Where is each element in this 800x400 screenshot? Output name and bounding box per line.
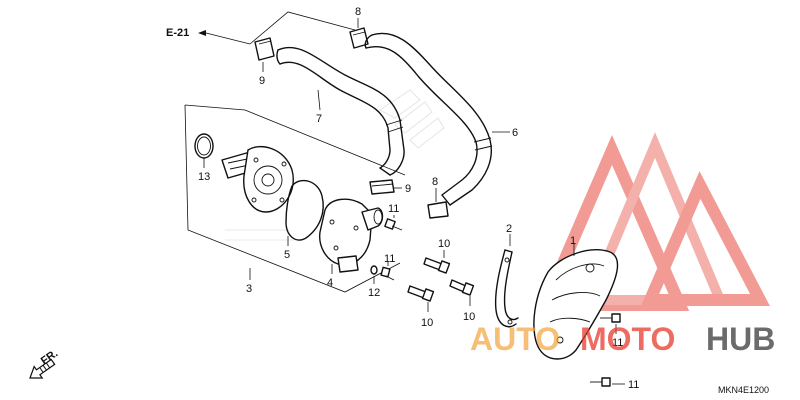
bolt-11-b (380, 266, 395, 281)
watermark-wing (225, 89, 445, 241)
callout-12: 12 (368, 287, 380, 299)
callout-11-a: 11 (388, 203, 399, 215)
bolt-11-c (600, 313, 621, 323)
water-pump-impeller (221, 145, 294, 213)
watermark-text: AUTO MOTO HUB (470, 321, 775, 357)
watermark-moto: MOTO (580, 321, 675, 357)
callout-8-top: 8 (355, 6, 361, 18)
clamp-9-mid (369, 179, 395, 195)
callout-1: 1 (570, 235, 576, 247)
callout-13: 13 (198, 171, 210, 183)
callout-2: 2 (506, 223, 512, 235)
direction-label: FR. (39, 347, 60, 367)
assembly-bracket-top (184, 104, 406, 176)
bolt-10-c (449, 279, 475, 296)
callout-9-top: 9 (259, 75, 265, 87)
callout-10-c: 10 (463, 311, 475, 323)
sprocket-cover-1 (533, 249, 619, 360)
callout-10-a: 10 (438, 238, 450, 250)
bolt-10-b (407, 285, 435, 302)
reference-label: E-21 (166, 27, 189, 39)
hose-6 (364, 32, 493, 206)
callout-9-mid: 9 (405, 183, 411, 195)
o-ring-13 (194, 133, 214, 159)
washer-12 (370, 265, 378, 275)
pump-cover-4 (319, 198, 384, 273)
guide-plate-2 (494, 249, 519, 328)
watermark-logo (535, 132, 770, 311)
callout-11-c: 11 (612, 337, 623, 349)
drawing-code: MKN4E1200 (718, 385, 769, 395)
bolt-11-a (384, 218, 403, 231)
callout-8-mid: 8 (432, 176, 438, 188)
callout-7: 7 (316, 113, 322, 125)
callout-11-b: 11 (384, 253, 395, 265)
callout-3: 3 (246, 283, 252, 295)
bolt-11-d (590, 377, 611, 387)
callout-10-b: 10 (421, 317, 433, 329)
watermark-auto: AUTO (470, 321, 560, 357)
callout-6: 6 (512, 127, 518, 139)
reference-arrow-icon (198, 30, 206, 36)
front-direction-arrow-icon (29, 358, 56, 379)
reference-leader (205, 32, 251, 45)
gasket-5 (285, 179, 324, 241)
callout-5: 5 (284, 249, 290, 261)
assembly-bracket-3 (184, 104, 401, 293)
bolt-10-a (423, 257, 451, 274)
watermark-hub: HUB (706, 321, 775, 357)
clamp-9-top (254, 37, 275, 61)
bracket-leader (249, 11, 356, 45)
clamp-8-mid (427, 201, 449, 219)
clamp-8-top (349, 27, 369, 49)
callout-11-d: 11 (628, 379, 639, 391)
hose-7 (276, 46, 405, 176)
callout-4: 4 (327, 277, 333, 289)
